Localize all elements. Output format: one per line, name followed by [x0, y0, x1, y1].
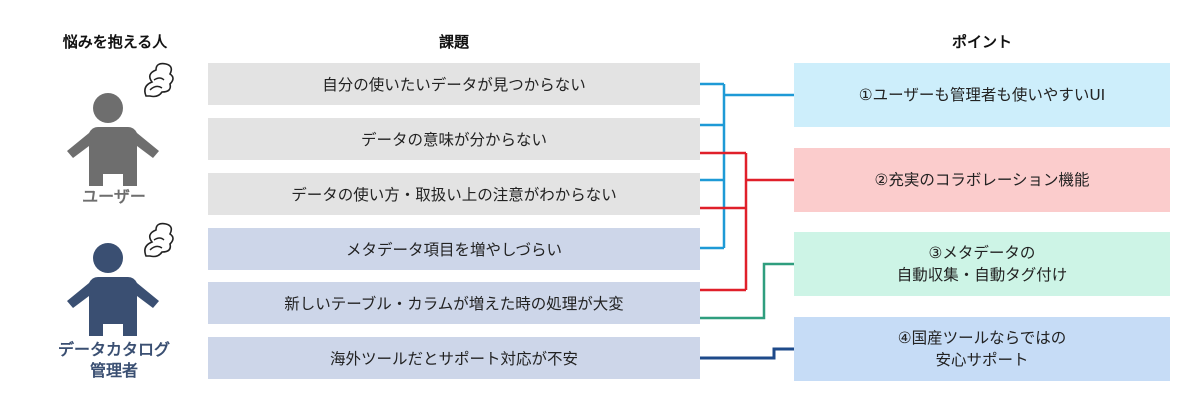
issue-box: 海外ツールだとサポート対応が不安 [208, 337, 700, 379]
header-people: 悩みを抱える人 [62, 33, 168, 51]
issue-box: データの使い方・取扱い上の注意がわからない [208, 173, 700, 215]
role-label-user: ユーザー [82, 187, 146, 206]
connector-lines [700, 82, 794, 360]
header-points: ポイント [951, 33, 1012, 51]
issue-box: データの意味が分からない [208, 118, 700, 160]
issue-box: 自分の使いたいデータが見つからない [208, 63, 700, 105]
header-issues: 課題 [438, 33, 469, 51]
point-box-ui: ①ユーザーも管理者も使いやすいUI [794, 63, 1170, 127]
issue-box: 新しいテーブル・カラムが増えた時の処理が大変 [208, 282, 700, 324]
connector-ui [700, 82, 794, 250]
connector-auto [700, 262, 794, 320]
point-box-auto: ③メタデータの 自動収集・自動タグ付け [794, 232, 1170, 296]
point-box-support: ④国産ツールならではの 安心サポート [794, 317, 1170, 381]
connector-support [700, 347, 794, 360]
issue-box: メタデータ項目を増やしづらい [208, 228, 700, 270]
thinking-swirl-icon [144, 222, 174, 258]
point-box-collab: ②充実のコラボレーション機能 [794, 148, 1170, 212]
user-person-icon [67, 93, 159, 186]
connector-collab [700, 151, 794, 292]
admin-person-icon [67, 243, 159, 336]
role-label-admin: データカタログ 管理者 [57, 340, 170, 380]
thinking-swirl-icon [144, 62, 174, 98]
